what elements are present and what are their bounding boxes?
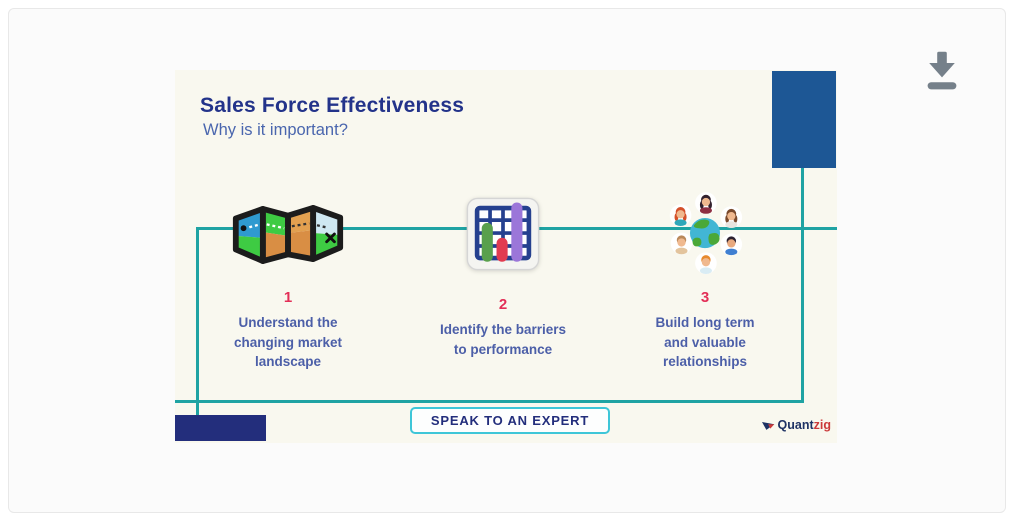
decor-line-vertical-left xyxy=(196,227,199,427)
slide-title: Sales Force Effectiveness xyxy=(200,94,465,117)
quantzig-mark-icon xyxy=(761,421,774,430)
folded-map-icon xyxy=(230,191,346,276)
item-label: Understand the changing market landscape xyxy=(233,315,343,370)
slide: Sales Force Effectiveness Why is it impo… xyxy=(175,70,837,443)
slide-subtitle: Why is it important? xyxy=(203,121,348,139)
item-label: Identify the barriers to performance xyxy=(439,322,567,357)
decor-line-horizontal-bottom xyxy=(175,400,803,403)
bar-chart-grid-icon xyxy=(466,191,540,276)
speak-to-expert-button[interactable]: SPEAK TO AN EXPERT xyxy=(410,407,610,434)
list-item-2: 2 Identify the barriers to performance xyxy=(418,191,588,359)
download-button[interactable] xyxy=(914,43,970,99)
item-number: 2 xyxy=(498,296,508,313)
decor-rect-bottom-left xyxy=(175,415,266,441)
list-item-1: 1 Understand the changing market landsca… xyxy=(203,191,373,372)
item-number: 1 xyxy=(283,289,293,306)
list-item-3: 3 Build long term and valuable relations… xyxy=(620,191,790,372)
item-label: Build long term and valuable relationshi… xyxy=(655,315,755,370)
item-number: 3 xyxy=(700,289,710,306)
decor-rect-top-right xyxy=(772,71,836,168)
download-icon xyxy=(927,51,957,90)
page-card: Sales Force Effectiveness Why is it impo… xyxy=(8,8,1006,513)
logo-text-zig: zig xyxy=(813,418,831,432)
quantzig-logo: Quantzig xyxy=(761,418,831,432)
decor-line-vertical-right xyxy=(801,167,804,403)
logo-text-quant: Quant xyxy=(777,418,814,432)
globe-people-icon xyxy=(658,191,752,276)
